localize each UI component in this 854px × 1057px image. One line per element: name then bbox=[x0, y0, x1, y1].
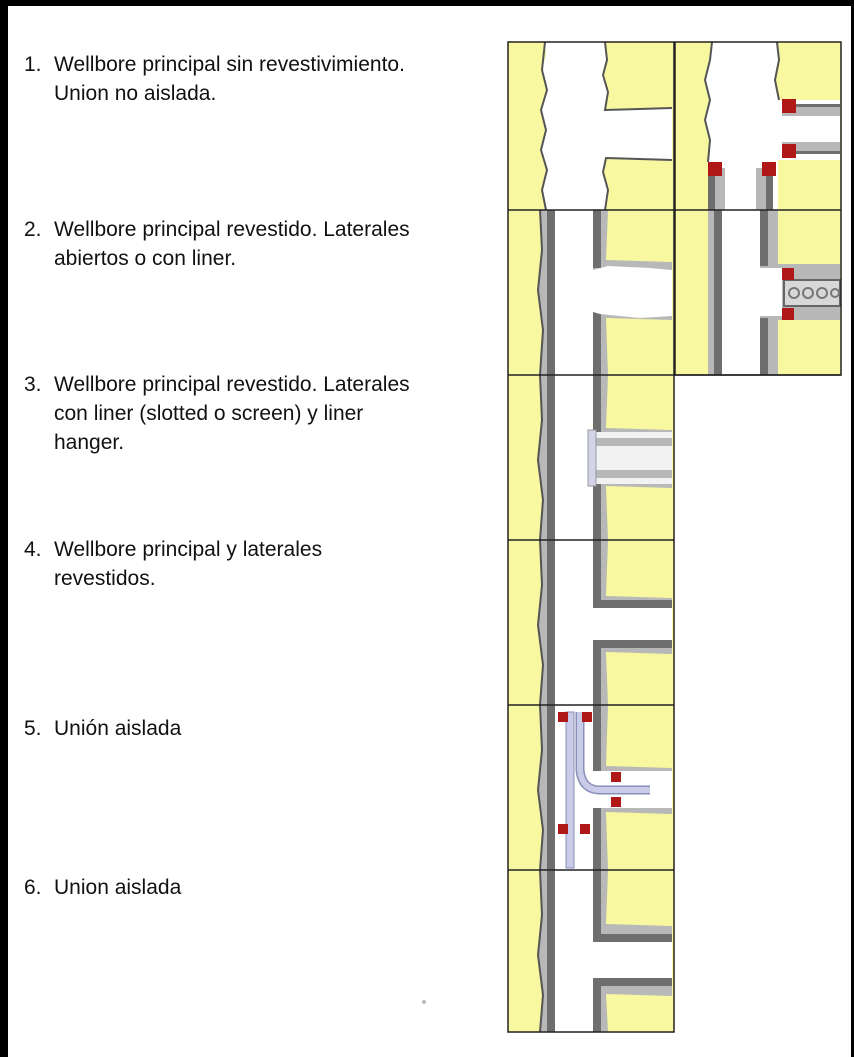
lateral-casing bbox=[593, 640, 672, 648]
level-4-drawing bbox=[508, 539, 674, 706]
level-5-label: 5.Unión aislada bbox=[24, 717, 182, 740]
borehole bbox=[555, 540, 593, 705]
borehole-wall bbox=[536, 374, 545, 541]
seal bbox=[782, 99, 796, 113]
lateral-casing bbox=[593, 600, 672, 608]
lateral-liner bbox=[760, 268, 782, 316]
casing-string bbox=[593, 375, 601, 432]
casing-string bbox=[593, 312, 601, 375]
borehole bbox=[555, 210, 593, 375]
level-3-label: 3.Wellbore principal revestido. Laterale… bbox=[24, 373, 410, 454]
level-4-label: 4.Wellbore principal y laterales revesti… bbox=[24, 538, 323, 590]
level-6-drawing bbox=[422, 869, 674, 1033]
level-1-drawing bbox=[508, 41, 841, 211]
panel-grid bbox=[507, 41, 842, 1033]
liner-hanger bbox=[587, 429, 597, 487]
casing-string bbox=[547, 540, 555, 705]
seal bbox=[708, 162, 722, 176]
level-5-drawing bbox=[508, 704, 674, 871]
seal bbox=[611, 797, 621, 807]
borehole bbox=[555, 375, 593, 540]
seal bbox=[782, 308, 794, 320]
tubing bbox=[756, 168, 766, 210]
casing-string bbox=[593, 808, 601, 870]
lateral-borehole bbox=[593, 266, 672, 318]
stray-mark bbox=[422, 1000, 426, 1004]
borehole bbox=[555, 870, 593, 1032]
borehole-wall bbox=[536, 209, 545, 376]
casing-string bbox=[593, 644, 601, 705]
casing-string bbox=[714, 210, 722, 375]
casing-string bbox=[547, 210, 555, 375]
casing-string bbox=[547, 375, 555, 540]
lateral-borehole bbox=[593, 608, 672, 640]
level-2-label: 2.Wellbore principal revestido. Laterale… bbox=[24, 218, 410, 270]
lateral-liner bbox=[782, 104, 840, 107]
formed-casing bbox=[593, 870, 672, 942]
casing-string bbox=[593, 210, 601, 268]
borehole bbox=[705, 42, 840, 210]
borehole-wall bbox=[536, 539, 545, 706]
casing-string bbox=[547, 705, 555, 870]
seal bbox=[580, 824, 590, 834]
seal bbox=[611, 772, 621, 782]
lateral-tubing bbox=[577, 712, 650, 793]
seal bbox=[558, 824, 568, 834]
casing-string bbox=[593, 540, 601, 602]
seal bbox=[558, 712, 568, 722]
borehole bbox=[722, 210, 760, 375]
casing-string bbox=[766, 168, 773, 210]
formed-casing bbox=[593, 978, 672, 1032]
seal bbox=[582, 712, 592, 722]
borehole bbox=[541, 42, 672, 210]
seal bbox=[762, 162, 776, 176]
borehole-wall bbox=[539, 41, 549, 211]
casing-string bbox=[760, 318, 768, 375]
lateral-liner bbox=[782, 151, 840, 154]
casing-string bbox=[708, 168, 715, 210]
level-3-drawing bbox=[508, 374, 674, 541]
borehole-wall bbox=[703, 41, 713, 163]
borehole-wall bbox=[773, 41, 781, 101]
borehole-wall bbox=[536, 869, 545, 1033]
seal bbox=[782, 144, 796, 158]
lateral-borehole bbox=[593, 942, 672, 978]
casing-string bbox=[547, 870, 555, 1032]
casing-string bbox=[593, 705, 601, 771]
level-1-label: 1.Wellbore principal sin revestivimiento… bbox=[24, 53, 405, 105]
casing-string bbox=[760, 210, 768, 266]
tubing bbox=[715, 168, 725, 210]
casing-string bbox=[593, 484, 601, 540]
main-tubing bbox=[565, 711, 575, 869]
lateral-liner bbox=[590, 438, 672, 446]
borehole-wall bbox=[536, 704, 545, 871]
seal bbox=[782, 268, 794, 280]
level-2-drawing bbox=[508, 209, 841, 376]
borehole-wall bbox=[601, 41, 673, 211]
liner-slots bbox=[788, 287, 840, 299]
lateral-liner bbox=[590, 470, 672, 478]
level-6-label: 6.Union aislada bbox=[24, 876, 182, 899]
